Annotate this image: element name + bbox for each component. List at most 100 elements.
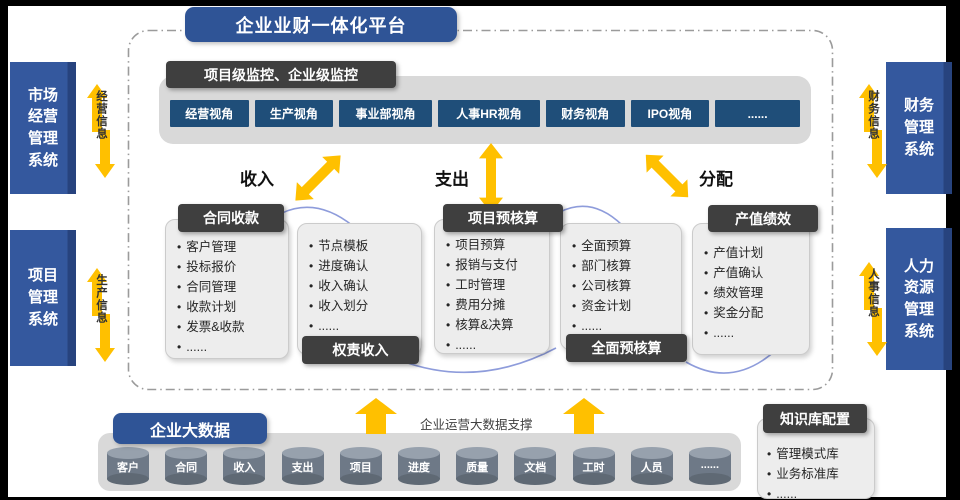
list-item-label: 收款计划 [186,300,237,314]
info-flow-label: 经营信息 [95,90,107,140]
list-item: •全面预算 [572,236,677,256]
process-box-project-budget: •项目预算•报销与支付•工时管理•费用分摊•核算&决算•...... [434,219,550,354]
bullet-icon: • [177,240,182,254]
list-item: •...... [572,316,677,336]
list-item: • 报销与支付 [446,255,545,275]
database-label: 文档 [524,462,547,474]
list-item: • 业务标准库 [767,464,870,484]
list-item: •费用分摊 [446,295,545,315]
list-item: •...... [446,335,545,355]
list-item: •收款计划 [177,297,284,317]
database-cylinder-icon: 项目 [339,446,383,486]
list-item-label: 收入确认 [318,279,369,293]
system-box-hr: 人力 资源 管理 系统 [886,228,952,370]
list-item: •收入确认 [309,276,417,296]
list-item-label: ...... [455,338,477,352]
list-item: •...... [309,316,417,336]
bullet-icon: • [309,259,314,273]
list-item-label: 进度确认 [318,259,369,273]
list-item: • 进度确认 [309,256,417,276]
list-item-label: ...... [713,326,735,340]
view-chip: 经营视角 [170,100,249,127]
database-cylinder-icon: 进度 [397,446,441,486]
list-item: •收入划分 [309,296,417,316]
bullet-icon: • [767,467,772,481]
bullet-icon: • [446,258,451,272]
bullet-icon: • [177,280,182,294]
database-label: 支出 [291,462,314,474]
database-cylinder-icon: 收入 [222,446,266,486]
list-item-label: 节点模板 [318,239,369,253]
bullet-icon: • [704,326,709,340]
bullet-icon: • [446,318,451,332]
view-chip: ...... [715,100,801,127]
system-box-market: 市场 经营 管理 系统 [10,62,76,194]
view-chip: IPO视角 [630,100,710,127]
support-up-arrow-icon [563,398,605,439]
list-item: •公司核算 [572,276,677,296]
expense-double-arrow-icon [479,143,503,213]
bullet-icon: • [309,239,314,253]
list-item: •...... [177,337,284,357]
list-item-label: 资金计划 [581,299,632,313]
list-item-label: 报销与支付 [455,258,518,272]
process-items: •项目预算•报销与支付•工时管理•费用分摊•核算&决算•...... [435,220,549,359]
list-item-label: 投标报价 [186,260,237,274]
process-box-contract-collection: •客户管理•投标报价•合同管理•收款计划•发票&收款•...... [165,219,289,359]
info-flow-label: 生产信息 [95,274,107,324]
system-box-finance: 财务 管理 系统 [886,62,952,194]
list-item: •工时管理 [446,275,545,295]
bullet-icon: • [704,246,709,260]
bullet-icon: • [309,299,314,313]
database-cylinder-icon: 合同 [164,446,208,486]
database-label: 工时 [582,462,605,474]
bullet-icon: • [704,286,709,300]
view-chip: 人事HR视角 [437,100,541,127]
database-label: 进度 [407,462,430,474]
list-item-label: 公司核算 [581,279,632,293]
database-row: 客户 合同 收入 支出 项目 进度 质量 文档 工时 人员...... [106,446,732,486]
view-chip: 事业部视角 [339,100,432,127]
process-box-output-performance: •产值计划•产值确认•绩效管理•奖金分配•...... [692,223,810,355]
list-item: • 投标报价 [177,257,284,277]
list-item: • 发票&收款 [177,317,284,337]
bullet-icon: • [446,338,451,352]
list-item-label: 工时管理 [455,278,506,292]
database-label: 收入 [233,462,256,474]
list-item: •核算&决算 [446,315,545,335]
database-cylinder-icon: 支出 [281,446,325,486]
database-label: 人员 [640,462,663,474]
database-label: 合同 [175,462,198,474]
list-item-label: 产值确认 [713,266,764,280]
flow-label-distribution: 分配 [699,170,733,189]
list-item-label: ...... [318,319,340,333]
list-item-label: 发票&收款 [186,320,245,334]
bullet-icon: • [309,319,314,333]
list-item: • 合同管理 [177,277,284,297]
database-label: 客户 [117,462,139,474]
bullet-icon: • [177,320,182,334]
process-header-project-budget: 项目预核算 [443,204,563,232]
process-items: •节点模板•进度确认•收入确认•收入划分•...... [298,224,421,340]
list-item: •资金计划 [572,296,677,316]
list-item: • 节点模板 [309,236,417,256]
database-label: ...... [700,459,720,471]
info-flow-personnel: 人事信息 [858,262,888,356]
bullet-icon: • [446,238,451,252]
list-item-label: ...... [581,319,603,333]
bullet-icon: • [177,260,182,274]
list-item-label: 业务标准库 [776,467,839,481]
database-label: 质量 [466,462,489,474]
list-item-label: 产值计划 [713,246,764,260]
platform-title: 企业业财一体化平台 [185,7,457,42]
info-flow-operation: 经营信息 [86,84,116,178]
list-item: •奖金分配 [704,303,805,323]
list-item: •...... [704,323,805,343]
list-item-label: 费用分摊 [455,298,506,312]
list-item-label: 合同管理 [186,280,237,294]
system-box-project: 项目 管理 系统 [10,230,76,366]
support-up-arrow-icon [355,398,397,439]
database-cylinder-icon: 质量 [455,446,499,486]
list-item-label: ...... [186,340,208,354]
